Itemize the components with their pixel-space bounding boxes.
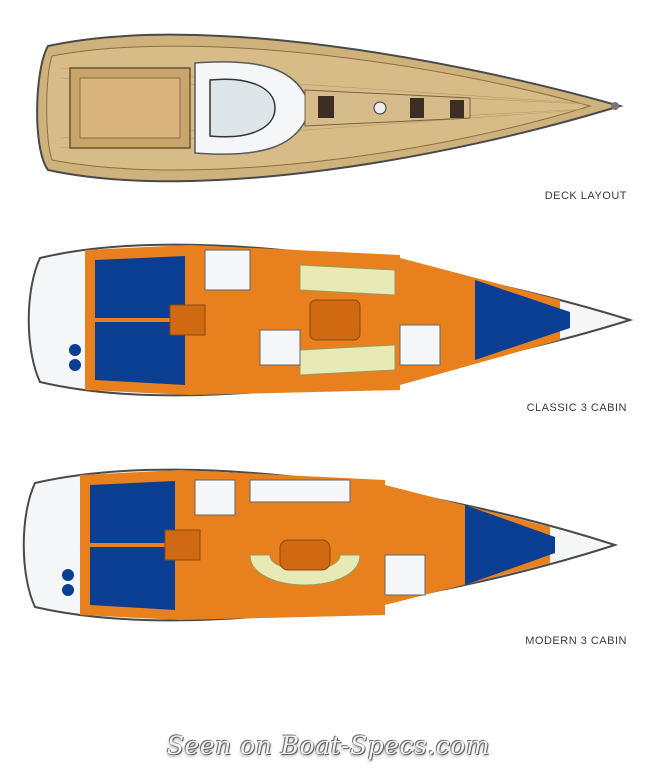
modern-fwd-heads — [384, 554, 426, 596]
classic-galley — [259, 329, 301, 366]
classic-aft-berth-stbd — [95, 322, 185, 385]
classic-3-cabin-label: CLASSIC 3 CABIN — [526, 402, 627, 414]
classic-3-cabin-plan: CLASSIC 3 CABIN — [0, 220, 657, 430]
modern-3-cabin-label: MODERN 3 CABIN — [525, 635, 627, 647]
classic-saloon-table — [309, 299, 361, 341]
hatch-2 — [410, 98, 424, 118]
modern-wheel-1 — [62, 569, 74, 581]
modern-3-cabin-drawing — [22, 468, 619, 622]
mast-base — [373, 101, 387, 115]
modern-vberth — [465, 505, 555, 585]
classic-wheel-2 — [69, 359, 81, 371]
modern-wheel-2 — [62, 584, 74, 596]
modern-aft-berth-port — [90, 481, 175, 543]
modern-heads — [194, 479, 236, 516]
deck-layout-label: DECK LAYOUT — [544, 190, 627, 202]
bow-fitting — [611, 102, 619, 110]
modern-galley — [249, 479, 351, 503]
modern-saloon-table — [279, 539, 331, 571]
modern-3-cabin-plan: MODERN 3 CABIN — [0, 445, 657, 655]
classic-heads — [204, 249, 251, 291]
classic-settee-port — [299, 264, 396, 296]
hatch-3 — [450, 100, 464, 118]
modern-aft-berth-stbd — [90, 547, 175, 610]
classic-wheel-1 — [69, 344, 81, 356]
cockpit-seating — [79, 77, 181, 139]
classic-aft-berth-port — [95, 256, 185, 318]
classic-3-cabin-drawing — [27, 243, 634, 397]
deck-layout-plan: DECK LAYOUT — [0, 18, 657, 218]
classic-fwd-heads — [399, 324, 441, 366]
companionway-dodger — [209, 78, 276, 138]
modern-companionway — [164, 529, 201, 561]
classic-vberth — [475, 280, 570, 360]
classic-settee-stbd — [299, 344, 396, 376]
classic-companionway — [169, 304, 206, 336]
foredeck-panel — [304, 89, 471, 127]
watermark: Seen on Boat-Specs.com — [166, 731, 491, 760]
hatch-1 — [318, 96, 334, 118]
deck-layout-drawing — [36, 33, 624, 183]
